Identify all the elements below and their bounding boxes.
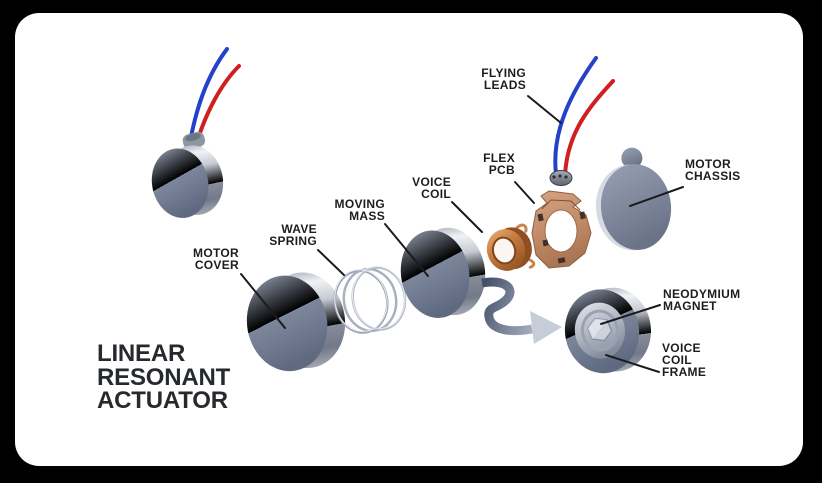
page-title: LINEAR RESONANT ACTUATOR [97, 340, 231, 414]
label-moving-mass: MOVING MASS [334, 197, 385, 223]
assembled-blue-wire [188, 47, 229, 144]
motor-chassis-illustration [595, 147, 672, 251]
label-voice-coil: VOICE COIL [412, 175, 451, 201]
assembled-wire-tab [182, 131, 206, 150]
flex-pcb-illustration [531, 56, 615, 269]
leader-neodymium-magnet [600, 304, 661, 325]
leader-motor-cover [240, 273, 286, 329]
motor-cover-illustration [246, 272, 346, 372]
label-motor-chassis: MOTOR CHASSIS [685, 157, 741, 183]
leader-moving-mass [384, 223, 429, 277]
assembled-lra-illustration [151, 47, 241, 218]
leader-voice-coil [451, 201, 483, 233]
label-flex-pcb: FLEX PCB [483, 151, 515, 177]
flex-pcb-red-wire [563, 79, 615, 178]
label-wave-spring: WAVE SPRING [269, 222, 317, 248]
flex-pcb-blue-wire [553, 56, 598, 176]
diagram-card [15, 13, 803, 466]
voice-coil-illustration [486, 223, 536, 271]
label-motor-cover: MOTOR COVER [193, 246, 239, 272]
leader-flying-leads [527, 95, 562, 124]
label-flying-leads: FLYING LEADS [481, 66, 526, 92]
leader-motor-chassis [629, 186, 684, 207]
leader-flex-pcb [514, 181, 535, 204]
flex-pcb-connector [549, 170, 573, 186]
label-neodymium-magnet: NEODYMIUM MAGNET [663, 287, 741, 313]
leader-lines [240, 95, 684, 373]
label-voice-coil-frame: VOICE COIL FRAME [662, 341, 707, 379]
leader-wave-spring [317, 249, 345, 276]
exploded-to-section-arrow [481, 277, 562, 344]
assembled-red-wire [194, 64, 241, 147]
voice-coil-frame-illustration [564, 287, 652, 374]
wave-spring-illustration [333, 266, 407, 334]
moving-mass-illustration [400, 227, 486, 318]
leader-voice-coil-frame [605, 354, 660, 373]
